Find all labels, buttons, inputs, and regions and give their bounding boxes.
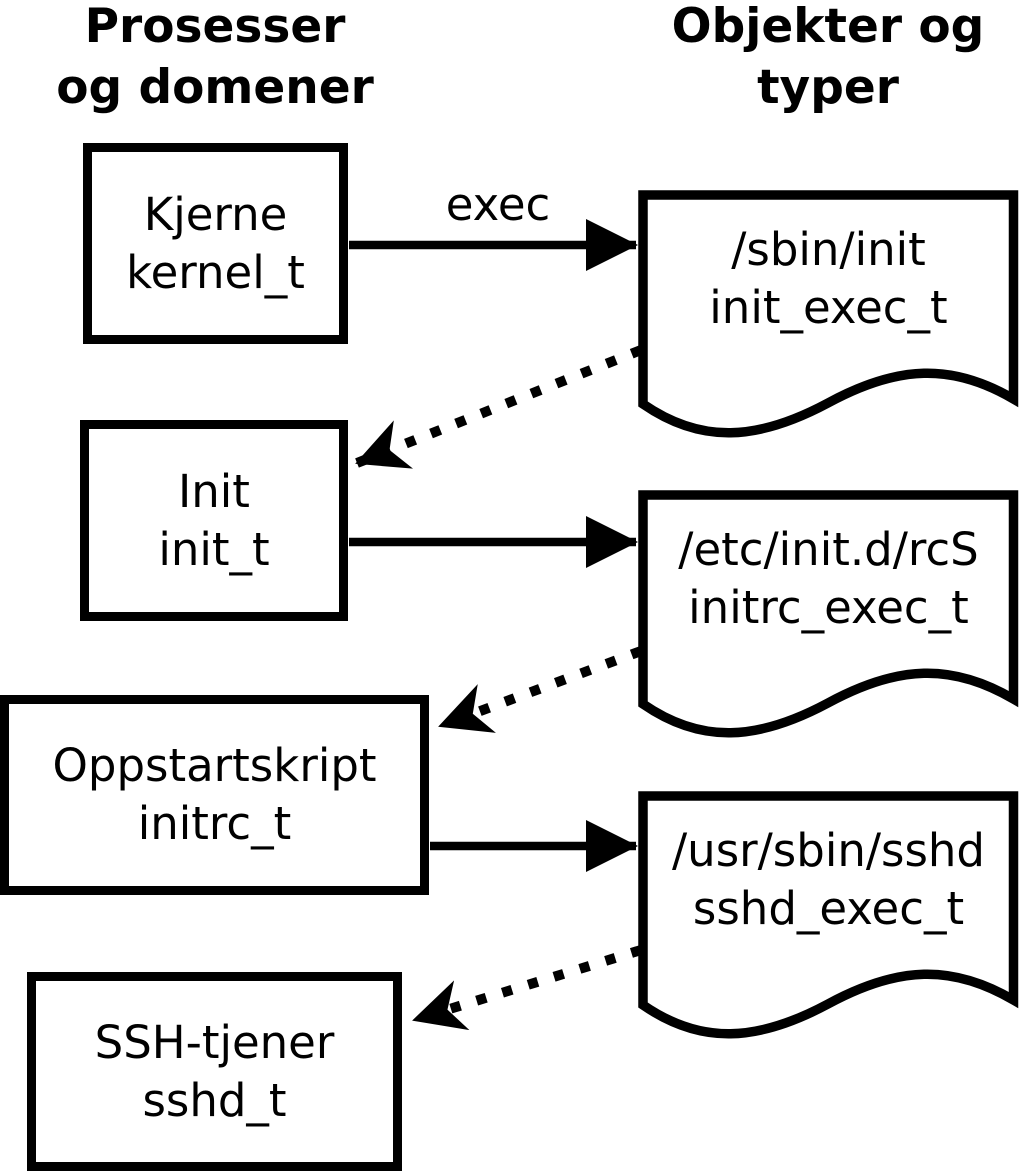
process-label: SSH-tjener <box>94 1015 335 1069</box>
process-label: Oppstartskript <box>52 739 377 792</box>
process-box-kernel: Kjerne kernel_t <box>83 143 348 344</box>
process-domain-type: init_t <box>158 522 270 576</box>
column-header-objects: Objekter og typer <box>671 0 985 115</box>
process-domain-type: kernel_t <box>126 245 305 299</box>
object-doc-sshd-exec: /usr/sbin/sshd sshd_exec_t <box>639 791 1018 969</box>
process-box-initrc: Oppstartskript initrc_t <box>0 695 429 895</box>
transition-arrow-sshd-exec-to-sshd <box>412 945 643 1031</box>
object-type: initrc_exec_t <box>688 581 969 634</box>
document-shape-sshd-exec <box>638 791 1019 1039</box>
process-box-init: Init init_t <box>80 420 348 621</box>
object-type: sshd_exec_t <box>692 882 965 935</box>
object-doc-init-exec: /sbin/init init_exec_t <box>639 190 1018 368</box>
object-path: /etc/init.d/rcS <box>678 523 979 576</box>
object-doc-initrc-exec: /etc/init.d/rcS initrc_exec_t <box>639 490 1018 668</box>
object-type: init_exec_t <box>709 281 948 334</box>
document-shape-initrc-exec <box>638 490 1019 738</box>
document-shape-init-exec <box>638 190 1019 438</box>
exec-arrow-label: exec <box>445 178 551 231</box>
process-domain-type: sshd_t <box>142 1073 287 1127</box>
object-path: /sbin/init <box>731 223 926 276</box>
process-label: Kjerne <box>143 187 288 241</box>
process-domain-type: initrc_t <box>137 797 292 850</box>
process-label: Init <box>178 464 250 518</box>
transition-arrow-initrc-exec-to-initrc <box>438 646 643 733</box>
transition-arrow-init-exec-to-init <box>355 345 643 469</box>
process-box-sshd: SSH-tjener sshd_t <box>27 972 402 1171</box>
column-header-processes: Prosesser og domener <box>56 0 374 115</box>
object-path: /usr/sbin/sshd <box>672 824 985 877</box>
